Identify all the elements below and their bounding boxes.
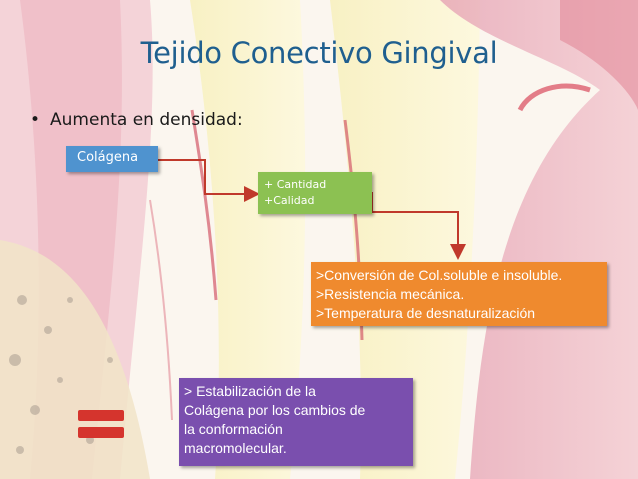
stabilization-line-2: Colágena por los cambios de xyxy=(184,402,366,418)
quantity-quality-box: + Cantidad +Calidad xyxy=(258,172,372,214)
bullet-marker: • xyxy=(30,110,41,130)
equals-sign-icon xyxy=(78,410,124,421)
stabilization-box: > Estabilización de la Colágena por los … xyxy=(179,378,413,466)
bullet-point: • Aumenta en densidad: xyxy=(30,110,243,130)
temperature-line: >Temperatura de desnaturalización xyxy=(316,305,536,321)
bullet-text: Aumenta en densidad: xyxy=(50,110,243,130)
collagen-label: Colágena xyxy=(77,150,139,165)
slide-title: Tejido Conectivo Gingival xyxy=(140,36,498,70)
equals-sign-icon xyxy=(78,427,124,438)
resistance-line: >Resistencia mecánica. xyxy=(316,286,465,302)
stabilization-line-3: la conformación xyxy=(184,421,283,437)
collagen-box: Colágena xyxy=(66,146,158,172)
quantity-line: + Cantidad xyxy=(264,178,327,191)
conversion-line: >Conversión de Col.soluble e insoluble. xyxy=(316,267,563,283)
conversion-box: >Conversión de Col.soluble e insoluble. … xyxy=(311,262,607,326)
quality-line: +Calidad xyxy=(264,194,315,207)
stabilization-line-1: > Estabilización de la xyxy=(184,383,316,399)
stabilization-line-4: macromolecular. xyxy=(184,440,287,456)
